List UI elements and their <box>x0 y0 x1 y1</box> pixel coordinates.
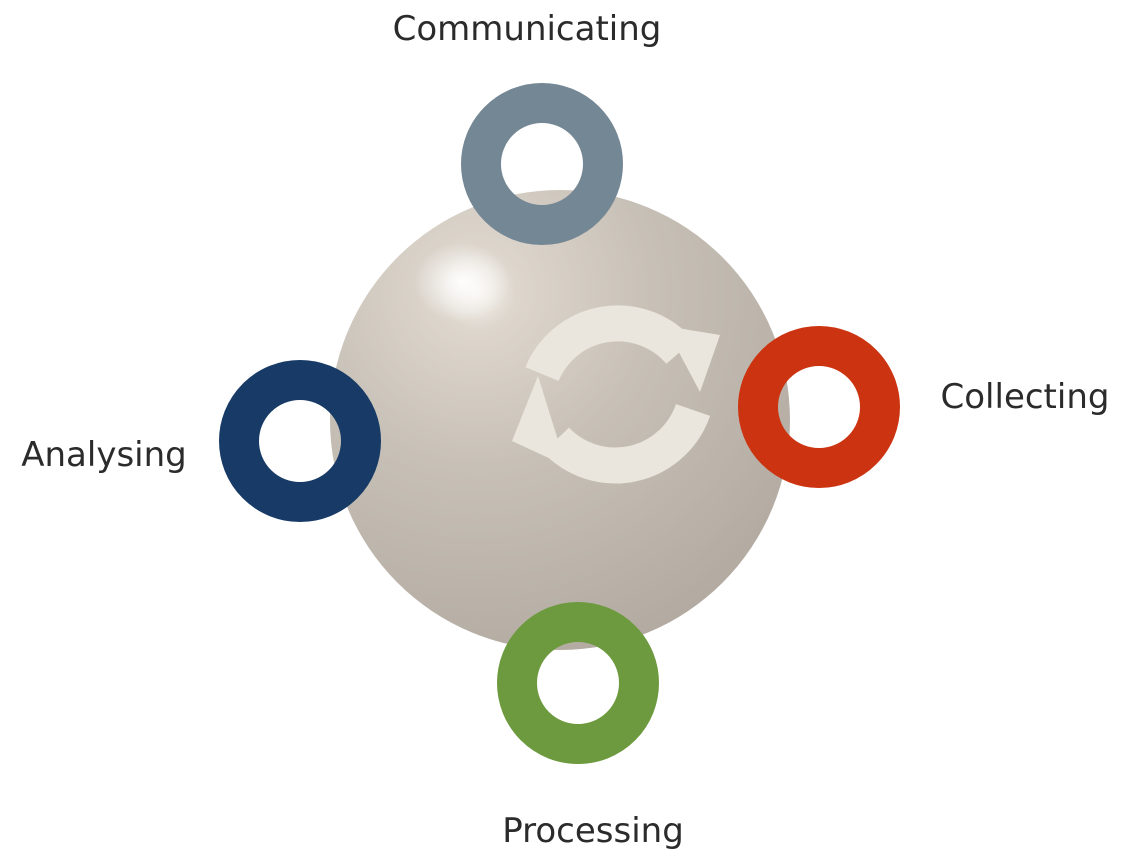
ring-processing[interactable] <box>497 602 659 764</box>
center-sphere <box>330 190 790 650</box>
label-analysing: Analysing <box>21 435 187 475</box>
refresh-cycle-icon <box>512 305 720 484</box>
ring-communicating[interactable] <box>461 83 623 245</box>
label-processing: Processing <box>502 811 684 849</box>
label-collecting: Collecting <box>941 377 1110 417</box>
label-communicating: Communicating <box>393 9 662 49</box>
ring-collecting[interactable] <box>738 326 900 488</box>
ring-analysing[interactable] <box>219 360 381 522</box>
